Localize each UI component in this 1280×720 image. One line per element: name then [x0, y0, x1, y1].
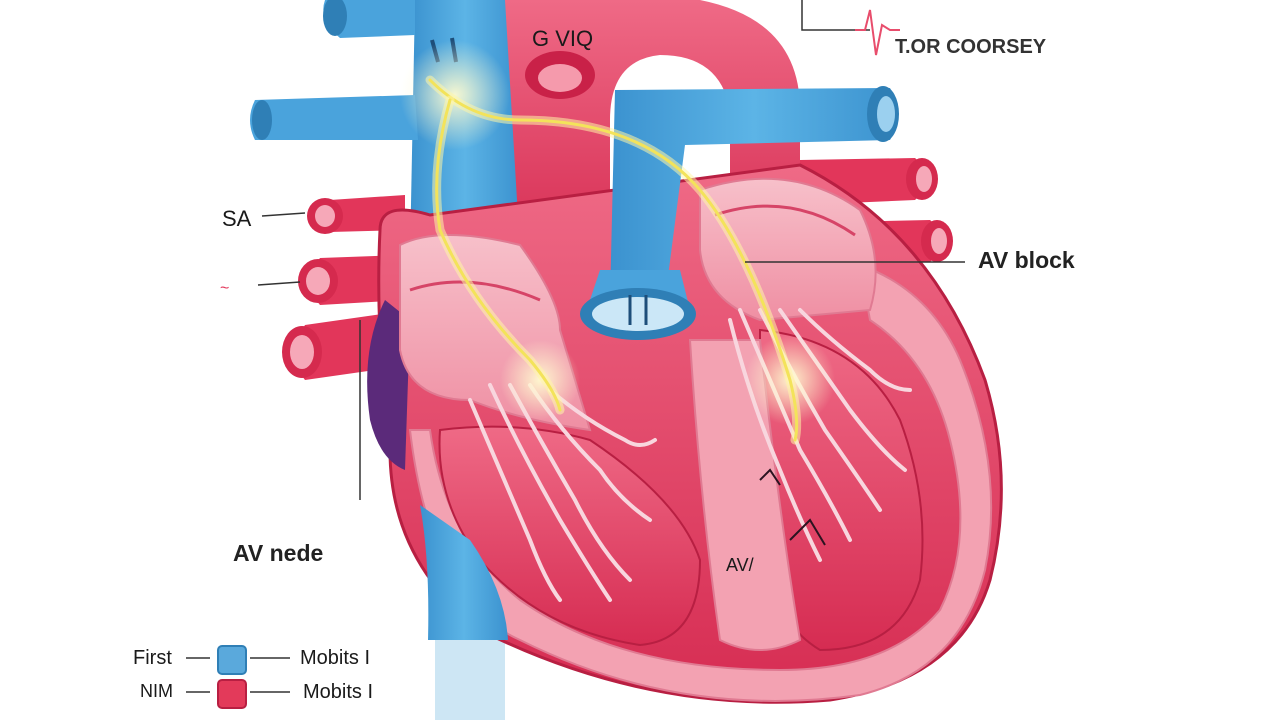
pulmonary-trunk	[580, 86, 899, 340]
ivc-lower	[435, 640, 505, 720]
leader-lines	[257, 0, 965, 500]
legend-swatch-red	[217, 679, 247, 709]
legend-left-label: NIM	[140, 681, 173, 701]
legend-right-label: Mobits I	[303, 681, 374, 703]
top-right-label: T.OR COORSEY	[895, 36, 1047, 58]
conduction-pathway	[400, 40, 835, 445]
legend-left-label: First	[133, 647, 172, 669]
sa-node-label: SA	[222, 206, 252, 231]
av-block-label: AV block	[978, 247, 1075, 273]
inferior-vena-cava	[420, 505, 508, 640]
pulmonary-veins-left	[282, 195, 410, 380]
legend-swatch-blue	[217, 645, 247, 675]
legend-lines	[186, 657, 290, 693]
left-atrium	[699, 177, 877, 322]
av-inner-label: AV/	[726, 555, 754, 575]
av-node-label: AV nede	[233, 540, 324, 566]
red-mark-label: ~	[220, 280, 230, 297]
top-center-label: G VIQ	[532, 26, 594, 51]
ecg-trace-icon	[855, 9, 900, 56]
legend-right-label: Mobits I	[300, 647, 371, 669]
inner-mark	[759, 468, 826, 546]
